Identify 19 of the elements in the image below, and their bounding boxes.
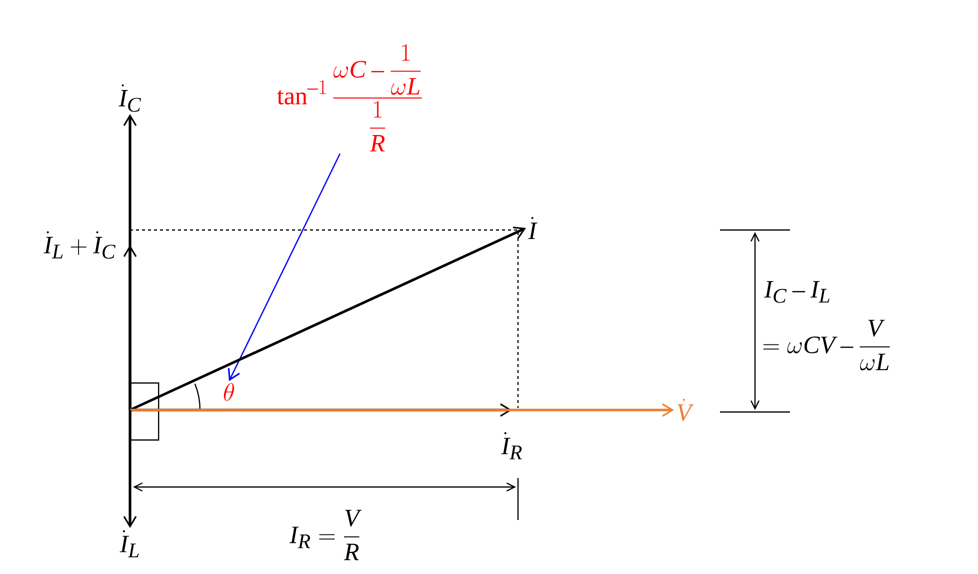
leader-line <box>228 153 341 382</box>
phasor-label: $\dot{I}_L+\dot{I}_C$ <box>44 231 116 259</box>
phasor-arrow <box>130 403 674 417</box>
phasor-arrow <box>123 245 137 410</box>
dimension-label: $=\omega CV-\frac{V}{\omega L}$ <box>763 320 890 370</box>
phasor-label: $\dot{V}$ <box>678 398 694 422</box>
angle-label: $\theta$ <box>224 383 234 401</box>
phasor-label: $\dot{I}$ <box>528 217 538 239</box>
phasor-arrow <box>123 410 137 528</box>
dimension-label: $I_R=\frac{V}{R}$ <box>289 510 362 560</box>
phasor-label: $\dot{I}_C$ <box>118 84 142 112</box>
right-angle-mark <box>130 382 160 441</box>
phasor-arrow <box>129 226 526 412</box>
projection-line <box>130 229 518 231</box>
phasor-label: $\dot{I}_L$ <box>120 530 139 558</box>
projection-line <box>517 232 519 408</box>
dimension-label: $I_C-I_L$ <box>764 281 830 303</box>
phasor-label: $\dot{I}_R$ <box>501 432 522 460</box>
formula-label: $\tan^{-1}\frac{\omega C-\dfrac{1}{\omega L}}{\dfrac{1}{R}}$ <box>277 44 422 152</box>
